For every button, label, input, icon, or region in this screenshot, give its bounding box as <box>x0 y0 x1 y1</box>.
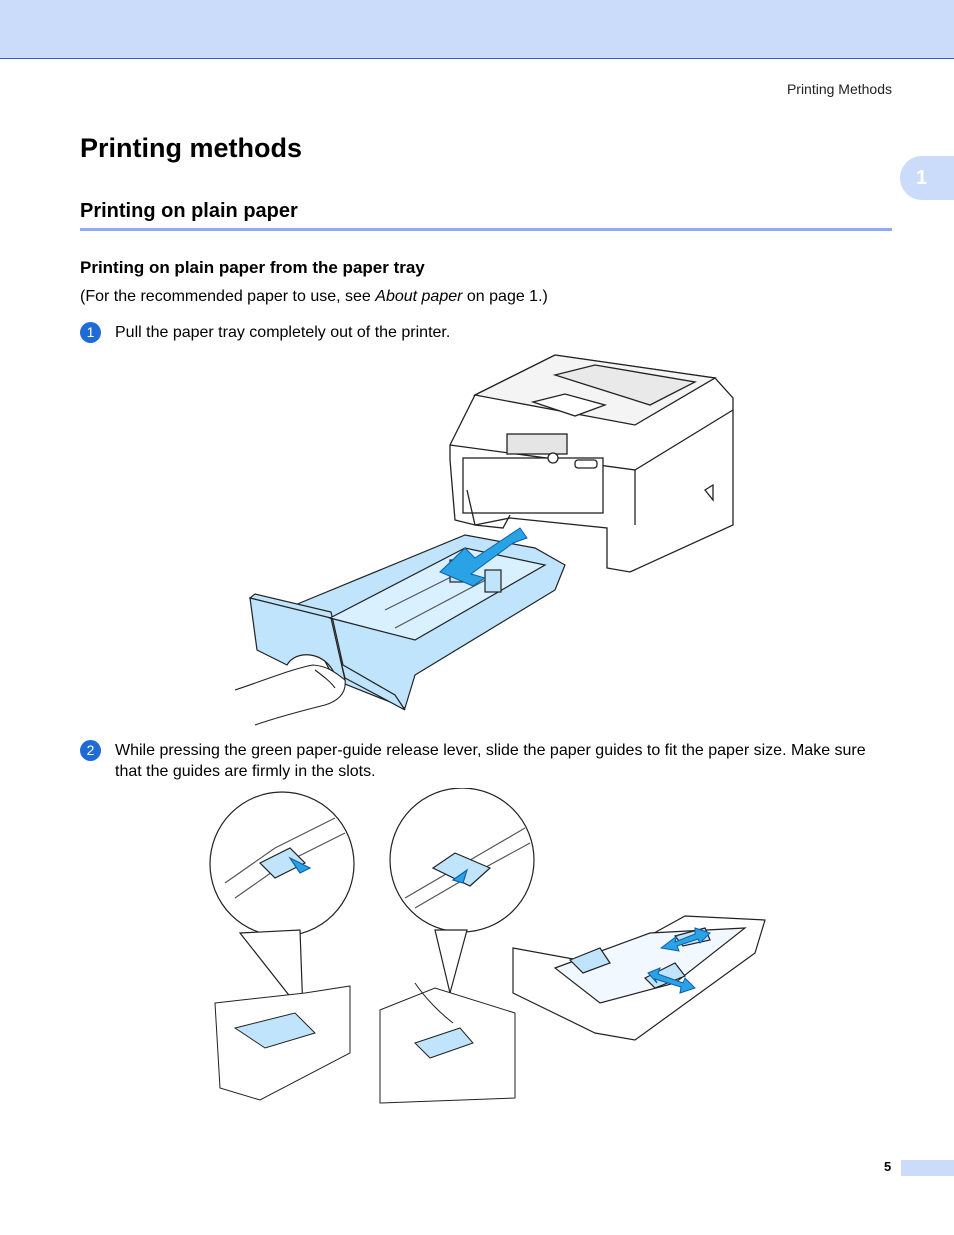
pull-direction-arrow-icon <box>439 527 528 587</box>
hand-icon <box>235 664 346 726</box>
top-header-band <box>0 0 954 59</box>
release-lever-zoom-icon <box>209 791 355 1015</box>
chapter-tab: 1 <box>900 156 954 200</box>
printer-tray-illustration <box>235 354 734 726</box>
subsection-heading: Printing on plain paper from the paper t… <box>80 258 425 277</box>
printer-icon <box>449 354 734 573</box>
paper-guides-illustration <box>209 788 766 1104</box>
page-number: 5 <box>884 1159 892 1174</box>
step-2-number-icon: 2 <box>80 740 101 761</box>
footer-band <box>901 1160 954 1176</box>
section-heading: Printing on plain paper <box>80 200 298 222</box>
section-rule <box>80 228 892 231</box>
step-1-text: Pull the paper tray completely out of th… <box>115 324 451 341</box>
full-tray-icon <box>512 915 766 1041</box>
step-2-text: While pressing the green paper-guide rel… <box>115 742 866 780</box>
note-suffix: on page 1.) <box>462 288 548 305</box>
about-paper-link[interactable]: About paper <box>375 288 463 305</box>
tray-guide-closeup-icon <box>379 982 516 1104</box>
recommended-paper-note: (For the recommended paper to use, see A… <box>80 288 548 306</box>
paper-tray-icon <box>248 534 566 711</box>
page-title: Printing methods <box>80 133 302 163</box>
tray-corner-icon <box>214 985 351 1101</box>
step-1-number-icon: 1 <box>80 322 101 343</box>
running-header: Printing Methods <box>786 81 892 97</box>
slide-guide-arrows-icon <box>647 927 711 994</box>
paper-guide-zoom-icon <box>389 788 535 994</box>
note-prefix: (For the recommended paper to use, see <box>80 288 376 305</box>
